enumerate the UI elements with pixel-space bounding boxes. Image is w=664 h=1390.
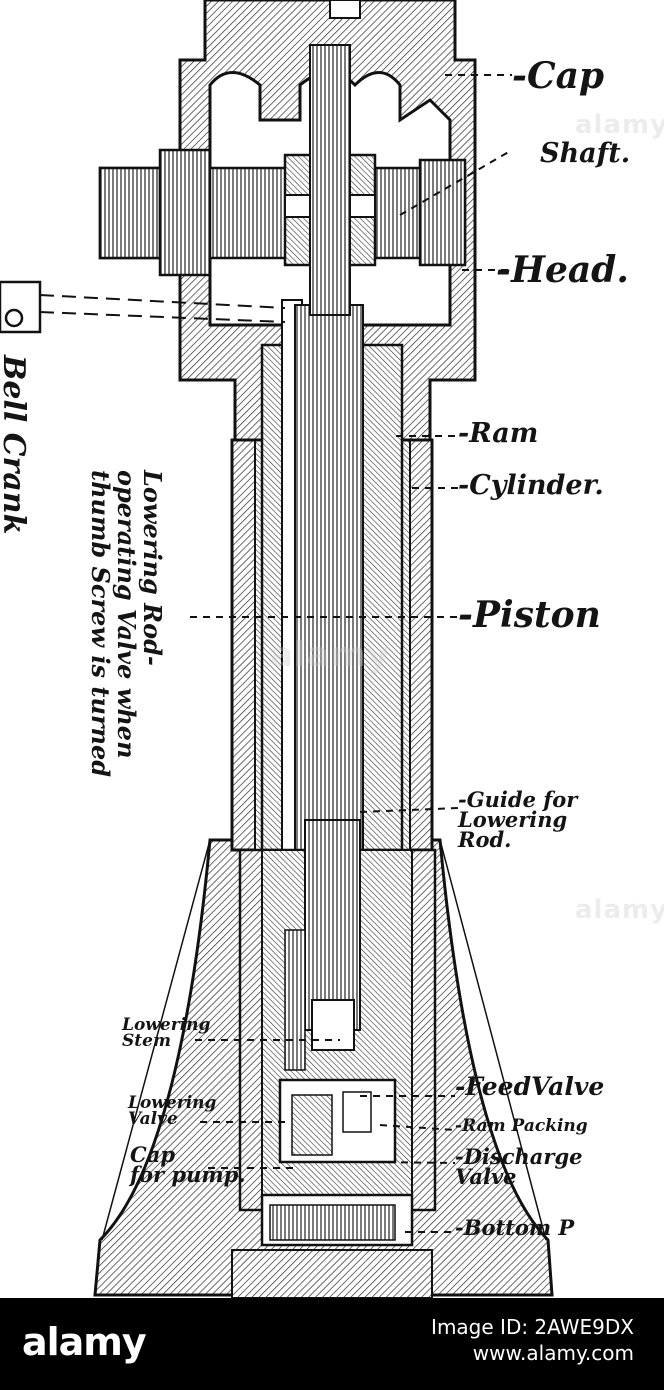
footer-bar: alamy Image ID: 2AWE9DX www.alamy.com xyxy=(0,1298,664,1390)
ram xyxy=(260,44,404,961)
bell-crank xyxy=(0,280,286,334)
site-text: www.alamy.com xyxy=(472,1341,634,1365)
watermark-bottom-right: alamy xyxy=(575,895,664,925)
label-lowering-rod-line1: Lowering Rod- xyxy=(138,470,167,666)
label-lowering-rod-line3: thumb Screw is turned xyxy=(86,470,115,778)
footer-image-id: Image ID: 2AWE9DX www.alamy.com xyxy=(431,1314,634,1366)
label-bell-crank: Bell Crank xyxy=(0,355,31,535)
leader-lines xyxy=(190,74,513,1233)
footer-logo: alamy xyxy=(22,1320,147,1364)
label-guide: -Guide for Lowering Rod. xyxy=(458,787,578,852)
label-lowering-stem: Lowering Stem xyxy=(122,1015,211,1052)
label-cylinder: -Cylinder. xyxy=(458,470,604,501)
jack-drawing xyxy=(0,0,554,1298)
image-id-text: Image ID: 2AWE9DX xyxy=(431,1315,634,1339)
label-ram-packing: -Ram Packing xyxy=(455,1116,588,1136)
label-bottom: -Bottom P xyxy=(455,1215,575,1240)
label-cap-for-pump: Cap for pump. xyxy=(130,1142,246,1187)
watermark-center: alamy xyxy=(270,635,391,675)
label-piston: -Piston xyxy=(458,594,601,636)
shaft xyxy=(98,148,467,277)
label-lowering-valve: Lowering Valve xyxy=(128,1093,217,1130)
label-cap: -Cap xyxy=(512,55,605,97)
label-feed-valve: -FeedValve xyxy=(455,1072,605,1101)
watermark-top-right: alamy xyxy=(575,110,664,140)
label-shaft: Shaft. xyxy=(540,138,631,169)
label-discharge-valve: -Discharge Valve xyxy=(455,1144,583,1189)
label-lowering-rod-line2: operating Valve when xyxy=(112,470,141,759)
jack-diagram: -Cap Shaft. -Head. -Ram -Cylinder. -Pist… xyxy=(0,0,664,1298)
label-head: -Head. xyxy=(496,249,629,291)
pump-assembly xyxy=(231,819,437,1298)
label-ram: -Ram xyxy=(458,418,539,449)
